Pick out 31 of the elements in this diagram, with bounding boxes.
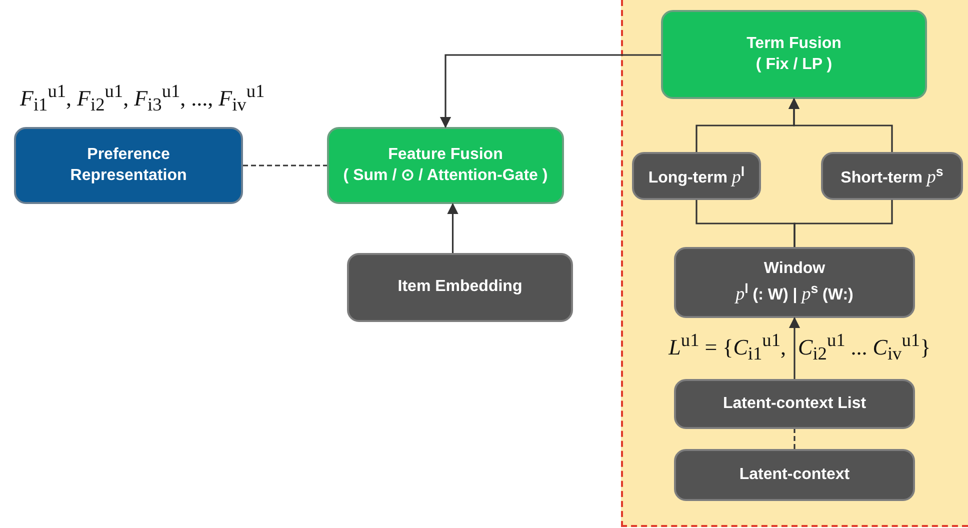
process-box: [327, 127, 564, 204]
arrow: [788, 98, 893, 152]
process-box: [674, 449, 915, 501]
process-box: [661, 10, 927, 99]
process-box: [347, 253, 573, 322]
process-box: [14, 127, 243, 204]
formula-label: L$^{u1}$ = {C$_{i1}$$^{u1}$,: [668, 330, 786, 365]
process-box: [632, 152, 761, 200]
arrow: [440, 54, 661, 128]
node-title: Window: [764, 259, 826, 280]
node-subtitle: ( Fix / LP ): [756, 54, 832, 74]
process-box: [674, 379, 915, 429]
node-title: Short-term p$^{s}$: [840, 162, 944, 188]
node-title: Latent-context List: [722, 394, 866, 414]
node-subtitle: ( Sum / ⊙ / Attention-Gate ): [343, 166, 548, 186]
arrow: [447, 202, 458, 253]
node-title: Item Embedding: [398, 277, 522, 298]
node-subtitle: p$^{l}$ (: W) | p$^{s}$ (W:): [736, 280, 854, 306]
connector-line: [794, 200, 893, 247]
connector-line: [794, 429, 796, 449]
process-box: [821, 152, 963, 200]
node-title: Long-term p$^{l}$: [648, 162, 745, 188]
node-title: Term Fusion: [746, 34, 842, 54]
panel-background: [621, 0, 968, 527]
arrow: [788, 316, 800, 379]
node-title: Preference Representation: [69, 144, 188, 186]
node-title: Feature Fusion: [388, 144, 503, 165]
process-box: [674, 247, 915, 318]
formula-label: C$_{i2}$$^{u1}$ ... C$_{iv}$$^{u1}$}: [798, 330, 931, 365]
node-title: Latent-context: [739, 464, 850, 485]
connector-line: [243, 164, 327, 166]
